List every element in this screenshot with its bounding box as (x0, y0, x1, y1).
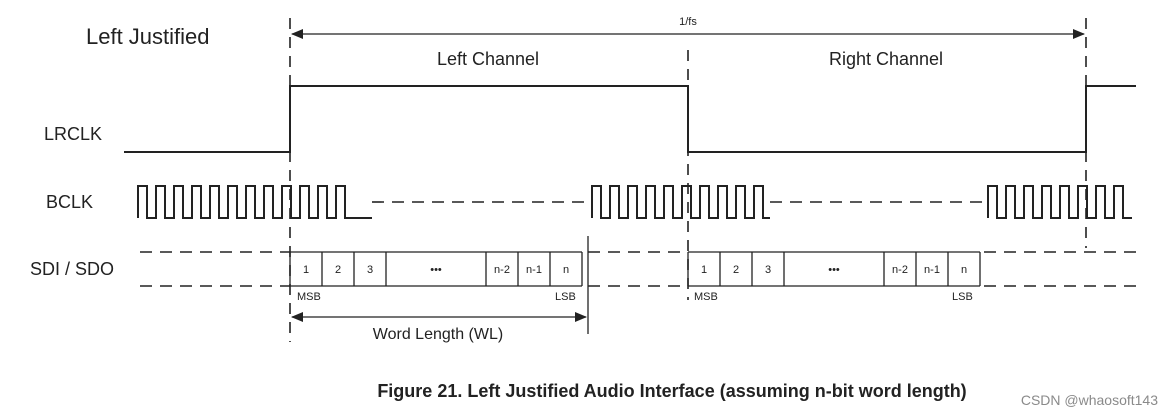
bit-cell-right-4: ••• (828, 264, 840, 276)
bit-cell-right-2: 2 (733, 264, 739, 276)
bit-cell-left-5: n-2 (494, 264, 510, 276)
bit-cell-left-3: 3 (367, 264, 373, 276)
period-label: 1/fs (679, 16, 697, 28)
lsb-label-left: LSB (555, 291, 576, 303)
bit-cell-right-5: n-2 (892, 264, 908, 276)
lsb-label-right: LSB (952, 291, 973, 303)
bit-cell-right-7: n (961, 264, 967, 276)
sdi-sdo-label: SDI / SDO (30, 259, 114, 279)
figure-caption: Figure 21. Left Justified Audio Interfac… (377, 381, 966, 401)
bit-cell-left-1: 1 (303, 264, 309, 276)
word-length-label: Word Length (WL) (373, 326, 503, 343)
bclk-label: BCLK (46, 192, 93, 212)
lrclk-label: LRCLK (44, 124, 102, 144)
diagram-title: Left Justified (86, 24, 210, 49)
bit-cell-left-7: n (563, 264, 569, 276)
sdi-sdo-waveform: 1 2 3 ••• n-2 n-1 n 1 2 3 ••• n-2 n-1 n (140, 251, 1138, 287)
left-channel-label: Left Channel (437, 49, 539, 69)
right-channel-label: Right Channel (829, 49, 943, 69)
bit-cell-right-3: 3 (765, 264, 771, 276)
bit-cell-left-4: ••• (430, 264, 442, 276)
bclk-waveform (137, 185, 1132, 219)
watermark: CSDN @whaosoft143 (1021, 392, 1158, 408)
msb-label-right: MSB (694, 291, 718, 303)
msb-label-left: MSB (297, 291, 321, 303)
bit-cell-left-6: n-1 (526, 264, 542, 276)
bit-cell-right-1: 1 (701, 264, 707, 276)
bit-cell-right-6: n-1 (924, 264, 940, 276)
lrclk-waveform (124, 85, 1136, 153)
bit-cell-left-2: 2 (335, 264, 341, 276)
